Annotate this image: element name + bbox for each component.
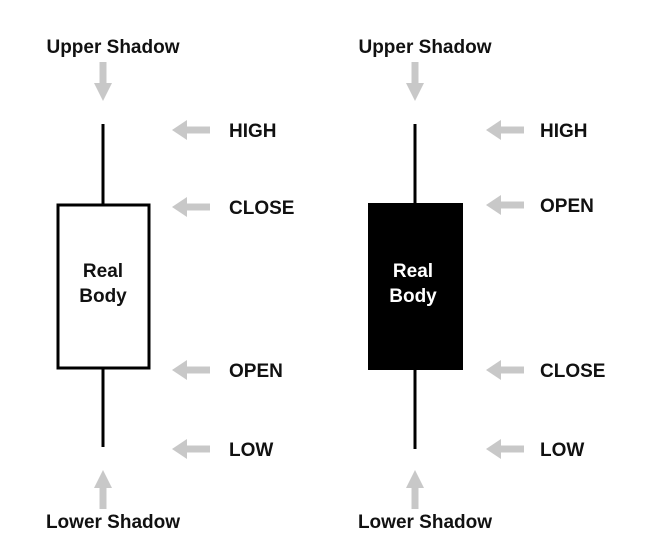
high-label: HIGH [229,121,277,142]
close-label: CLOSE [229,198,294,219]
real-body-label-line1: Real [393,261,433,282]
open-left-arrow-icon [486,195,524,215]
close-label: CLOSE [540,361,605,382]
lower-shadow-up-arrow-icon [94,470,112,509]
high-label: HIGH [540,121,588,142]
low-label: LOW [229,440,273,461]
low-left-arrow-icon [486,439,524,459]
lower-shadow-label: Lower Shadow [358,512,492,533]
low-left-arrow-icon [172,439,210,459]
real-body-box [56,203,151,370]
close-left-arrow-icon [172,197,210,217]
lower-shadow-label: Lower Shadow [46,512,180,533]
open-left-arrow-icon [172,360,210,380]
real-body-label-line1: Real [83,261,123,282]
real-body-box [368,203,463,370]
open-label: OPEN [229,361,283,382]
bearish-candle: Upper Shadow Real Body Lower Shadow HIGH… [358,37,605,533]
upper-shadow-label: Upper Shadow [46,37,179,58]
close-left-arrow-icon [486,360,524,380]
upper-shadow-down-arrow-icon [406,62,424,101]
bullish-candle: Upper Shadow Real Body Lower Shadow HIGH… [46,37,294,533]
high-left-arrow-icon [486,120,524,140]
lower-shadow-up-arrow-icon [406,470,424,509]
real-body-label-line2: Body [79,286,127,307]
real-body-label-line2: Body [389,286,437,307]
low-label: LOW [540,440,584,461]
upper-shadow-label: Upper Shadow [358,37,491,58]
upper-shadow-down-arrow-icon [94,62,112,101]
high-left-arrow-icon [172,120,210,140]
open-label: OPEN [540,196,594,217]
